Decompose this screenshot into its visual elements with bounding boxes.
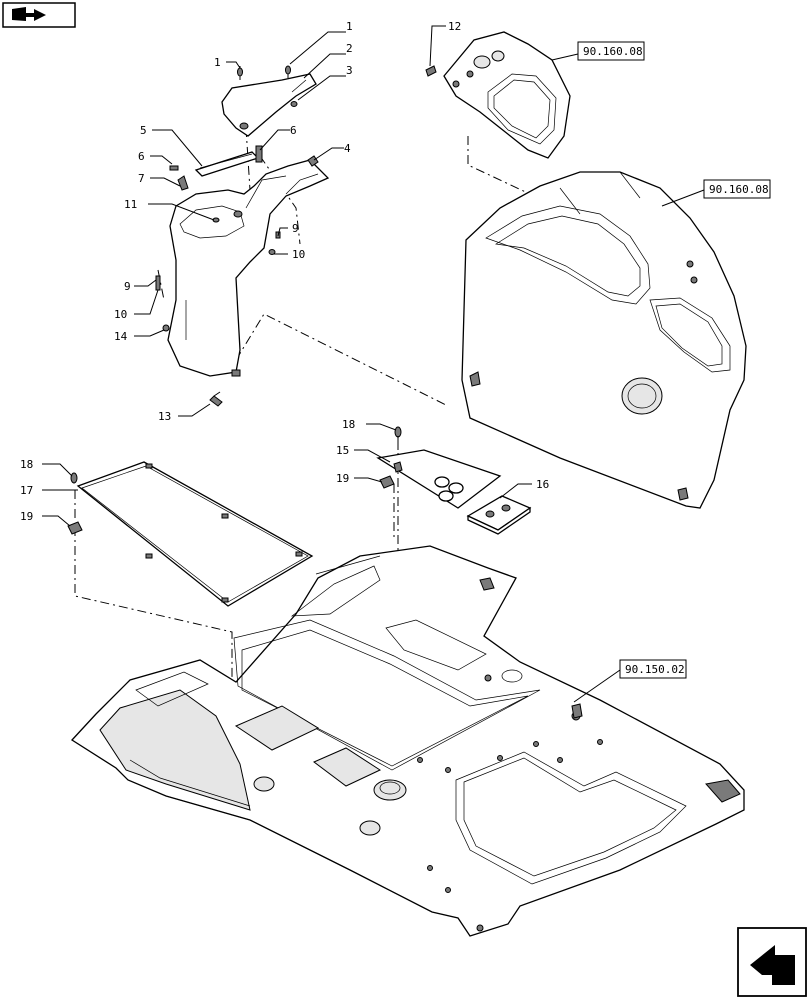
callout-17: 17 [20,484,33,497]
callout-1: 1 [214,56,221,69]
upper-cover-part [221,65,317,137]
callout-18: 18 [342,418,355,431]
callout-14: 14 [114,330,128,343]
callouts: 1 2 3 1 5 6 4 6 7 11 9 10 9 10 14 13 12 … [20,20,549,523]
assembly-lines [74,127,533,690]
reference-box-right[interactable]: 90.160.08 [703,179,771,199]
callout-2: 2 [346,42,353,55]
callout-19: 19 [20,510,33,523]
floor-panel-17 [67,461,314,607]
callout-4: 4 [344,142,351,155]
callout-16: 16 [536,478,549,491]
plate-part-15 [376,426,502,509]
callout-leaders [42,25,532,527]
pad-part-16 [466,495,532,535]
callout-10: 10 [114,308,127,321]
reference-box-floor[interactable]: 90.150.02 [619,659,687,679]
callout-11: 11 [124,198,137,211]
cluster-cover-part [425,31,571,159]
reference-label: 90.150.02 [625,663,685,676]
callout-9: 9 [124,280,131,293]
right-side-panel-part [461,171,747,509]
cab-floor-part [70,545,745,937]
callout-19: 19 [336,472,349,485]
callout-3: 3 [346,64,353,77]
reference-box-top[interactable]: 90.160.08 [577,41,645,61]
return-arrow-icon[interactable] [737,927,807,997]
callout-9: 9 [292,222,299,235]
reference-label: 90.160.08 [709,183,769,196]
callout-18: 18 [20,458,33,471]
callout-12: 12 [448,20,461,33]
callout-15: 15 [336,444,349,457]
column-cover-part [155,145,330,407]
callout-1: 1 [346,20,353,33]
reference-label: 90.160.08 [583,45,643,58]
callout-5: 5 [140,124,147,137]
callout-13: 13 [158,410,171,423]
callout-6: 6 [138,150,145,163]
callout-7: 7 [138,172,145,185]
callout-6: 6 [290,124,297,137]
book-arrow-icon[interactable] [2,2,76,28]
callout-10: 10 [292,248,305,261]
